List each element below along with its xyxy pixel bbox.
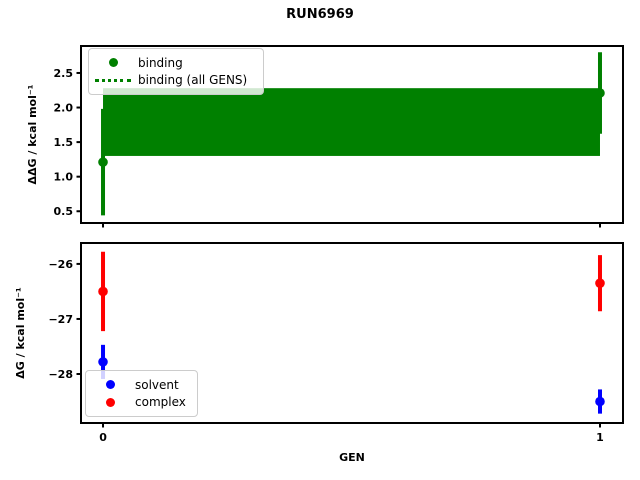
y-axis-label: ΔG / kcal mol⁻¹ xyxy=(14,287,27,379)
x-tick-label: 0 xyxy=(99,431,107,444)
legend-entry-binding: binding xyxy=(94,54,254,72)
legend-entry-complex: complex xyxy=(91,394,188,412)
y-tick-label: 2.5 xyxy=(54,67,74,80)
y-tick-label: 1.5 xyxy=(54,136,74,149)
x-tick-label: 1 xyxy=(596,431,604,444)
y-tick-label: 2.0 xyxy=(54,102,74,115)
legend-label-complex: complex xyxy=(135,395,186,410)
data-point-solvent-gen1 xyxy=(595,396,605,407)
y-axis-label: ΔΔG / kcal mol⁻¹ xyxy=(26,84,39,184)
legend-label-binding: binding xyxy=(138,55,183,70)
legend-solvent-complex: solvent complex xyxy=(85,370,198,417)
y-tick-label: 1.0 xyxy=(54,171,74,184)
y-tick-label: 0.5 xyxy=(54,205,74,218)
axes-frame xyxy=(80,242,624,424)
legend-label-binding-all-gens: binding (all GENS) xyxy=(138,73,248,88)
complex-dot-icon xyxy=(105,397,115,407)
legend-entry-solvent: solvent xyxy=(91,376,188,394)
legend-entry-binding-all-gens: binding (all GENS) xyxy=(94,72,254,90)
axes-frame xyxy=(80,45,624,224)
figure-title: RUN6969 xyxy=(286,7,354,22)
data-point-complex-gen0 xyxy=(98,286,108,297)
data-point-solvent-gen0 xyxy=(98,357,108,367)
data-point-binding-gen1 xyxy=(595,88,605,98)
x-axis-label: GEN xyxy=(339,451,365,464)
legend-label-solvent: solvent xyxy=(135,377,179,392)
data-point-complex-gen1 xyxy=(595,278,605,288)
dotted-line-icon xyxy=(95,78,131,82)
y-tick-label: −28 xyxy=(48,368,73,381)
axes-1: −26 −27 −28 0 1 ΔG / kcal mol⁻¹ GEN xyxy=(14,242,624,464)
binding-dot-icon xyxy=(108,58,118,68)
data-point-binding-gen0 xyxy=(98,157,108,167)
y-tick-label: −26 xyxy=(48,258,73,271)
legend-binding: binding binding (all GENS) xyxy=(88,48,264,95)
confidence-band xyxy=(103,88,600,156)
y-tick-label: −27 xyxy=(48,313,73,326)
solvent-dot-icon xyxy=(105,380,115,390)
